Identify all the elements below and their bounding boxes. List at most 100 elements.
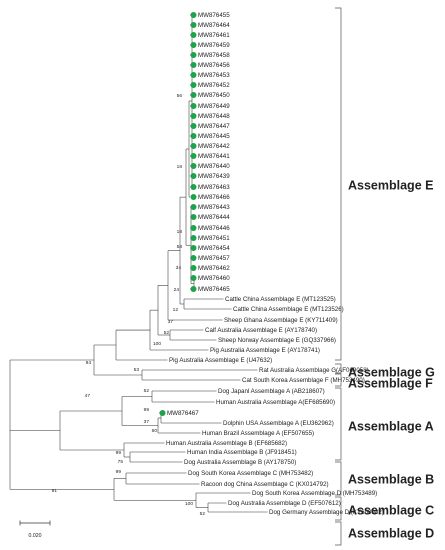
green-circle-marker bbox=[190, 72, 197, 78]
leaf-label: MW876462 bbox=[198, 265, 230, 272]
bootstrap-value: 60 bbox=[152, 428, 158, 434]
bootstrap-value: 94 bbox=[86, 360, 92, 366]
assemblage-label: Assemblage D bbox=[348, 527, 434, 541]
leaf-label: MW876448 bbox=[198, 113, 230, 120]
leaf-label: Dog South Korea Assemblage D (MH753489) bbox=[252, 490, 377, 497]
assemblage-label: Assemblage F bbox=[348, 377, 433, 391]
assemblage-label: Assemblage G bbox=[348, 366, 435, 380]
assemblage-bracket bbox=[335, 363, 342, 374]
leaf-label: MW876460 bbox=[198, 275, 230, 282]
scale-bar-label: 0.020 bbox=[29, 533, 42, 539]
leaf-label: Dog Germany Assemblage D (KY608982) bbox=[269, 509, 384, 516]
green-circle-marker bbox=[190, 204, 197, 210]
leaf-label: Human Australia Assemblage A(EF685690) bbox=[216, 399, 335, 406]
bootstrap-value: 18 bbox=[177, 164, 183, 170]
bootstrap-value: 58 bbox=[177, 244, 183, 250]
leaf-label: Dog South Korea Assemblage C (MH753482) bbox=[188, 470, 313, 477]
bootstrap-value: 34 bbox=[176, 265, 182, 271]
assemblage-bracket bbox=[335, 496, 342, 521]
assemblage-label: Assemblage B bbox=[348, 473, 434, 487]
bootstrap-value: 52 bbox=[200, 511, 206, 517]
leaf-label: MW876467 bbox=[167, 410, 199, 417]
bootstrap-value: 47 bbox=[85, 393, 91, 399]
leaf-label: Pig Australia Assemblage E (AY178741) bbox=[210, 347, 320, 354]
green-circle-marker bbox=[190, 275, 197, 281]
assemblage-bracket bbox=[335, 521, 342, 546]
leaf-label: MW876454 bbox=[198, 245, 230, 252]
leaf-label: MW876447 bbox=[198, 123, 230, 130]
bootstrap-value: 37 bbox=[168, 319, 174, 325]
leaf-label: Cattle China Assemblage E (MT123526) bbox=[233, 306, 344, 313]
leaf-label: MW876458 bbox=[198, 52, 230, 59]
leaf-label: Rat Australia Assemblage G(AF069058) bbox=[259, 367, 369, 374]
leaf-label: Dog Japanl Assemblage A (AB218607) bbox=[218, 388, 325, 395]
leaf-label: MW876457 bbox=[198, 255, 230, 262]
leaf-label: MW876449 bbox=[198, 103, 230, 110]
leaf-label: Cattle China Assemblage E (MT123525) bbox=[225, 296, 336, 303]
leaf-label: Sheep Norway Assemblage E (GQ337966) bbox=[218, 337, 336, 344]
leaf-labels: MW876455MW876464MW876461MW876459MW876458… bbox=[159, 12, 384, 516]
assemblage-label: Assemblage C bbox=[348, 504, 434, 518]
green-circle-marker bbox=[190, 225, 197, 231]
leaf-label: MW876461 bbox=[198, 32, 230, 39]
leaf-label: MW876455 bbox=[198, 12, 230, 19]
green-circle-marker bbox=[190, 194, 197, 200]
bootstrap-values: 5618183458241237521009453476299376099759… bbox=[52, 93, 206, 517]
green-circle-marker bbox=[190, 123, 197, 129]
leaf-label: MW876442 bbox=[198, 143, 230, 150]
leaf-label: Dog Australia Assemblage B (AY178750) bbox=[184, 459, 296, 466]
bootstrap-value: 56 bbox=[177, 93, 183, 99]
green-circle-marker bbox=[190, 235, 197, 241]
leaf-label: MW876464 bbox=[198, 22, 230, 29]
bootstrap-value: 18 bbox=[177, 229, 183, 235]
green-circle-marker bbox=[190, 103, 197, 109]
leaf-label: MW876445 bbox=[198, 133, 230, 140]
bootstrap-value: 24 bbox=[174, 287, 180, 293]
bootstrap-value: 75 bbox=[118, 459, 124, 465]
green-circle-marker bbox=[190, 143, 197, 149]
leaf-label: MW876463 bbox=[198, 184, 230, 191]
bootstrap-value: 12 bbox=[173, 307, 179, 313]
green-circle-marker bbox=[190, 286, 197, 292]
bootstrap-value: 62 bbox=[144, 388, 150, 394]
bootstrap-value: 100 bbox=[153, 341, 161, 347]
green-circle-marker bbox=[190, 113, 197, 119]
leaf-label: Sheep Ghana Assemblage E (KY711409) bbox=[224, 317, 338, 324]
leaf-label: MW876453 bbox=[198, 72, 230, 79]
leaf-label: MW876465 bbox=[198, 286, 230, 293]
green-circle-marker bbox=[190, 153, 197, 159]
green-circle-marker bbox=[190, 82, 197, 88]
leaf-label: Cat South Korea Assemblage F (MH753490) bbox=[242, 377, 365, 384]
assemblage-label: Assemblage E bbox=[348, 179, 433, 193]
leaf-label: MW876439 bbox=[198, 173, 230, 180]
bootstrap-value: 100 bbox=[185, 501, 193, 507]
leaf-label: MW876466 bbox=[198, 194, 230, 201]
leaf-label: MW876446 bbox=[198, 225, 230, 232]
assemblage-bracket bbox=[335, 373, 342, 387]
leaf-label: MW876452 bbox=[198, 82, 230, 89]
assemblage-label: Assemblage A bbox=[348, 420, 434, 434]
leaf-label: Pig Australia Assemblage E (U47632) bbox=[169, 357, 272, 364]
leaf-label: MW876444 bbox=[198, 214, 230, 221]
bootstrap-value: 91 bbox=[52, 488, 58, 494]
assemblage-bracket bbox=[335, 461, 342, 496]
green-circle-marker bbox=[190, 62, 197, 68]
green-circle-marker bbox=[190, 173, 197, 179]
leaf-label: MW876451 bbox=[198, 235, 230, 242]
green-circle-marker bbox=[190, 255, 197, 261]
leaf-label: Racoon dog China Assemblage C (KX014792) bbox=[201, 481, 329, 488]
green-circle-marker bbox=[190, 184, 197, 190]
green-circle-marker bbox=[190, 92, 197, 98]
bootstrap-value: 53 bbox=[134, 367, 140, 373]
green-circle-marker bbox=[190, 32, 197, 38]
leaf-label: MW876443 bbox=[198, 204, 230, 211]
scale-bar: 0.020 bbox=[19, 520, 51, 539]
bootstrap-value: 52 bbox=[164, 330, 170, 336]
leaf-label: MW876456 bbox=[198, 62, 230, 69]
leaf-label: MW876441 bbox=[198, 153, 230, 160]
green-circle-marker bbox=[190, 42, 197, 48]
green-circle-marker bbox=[190, 22, 197, 28]
green-circle-marker bbox=[190, 133, 197, 139]
